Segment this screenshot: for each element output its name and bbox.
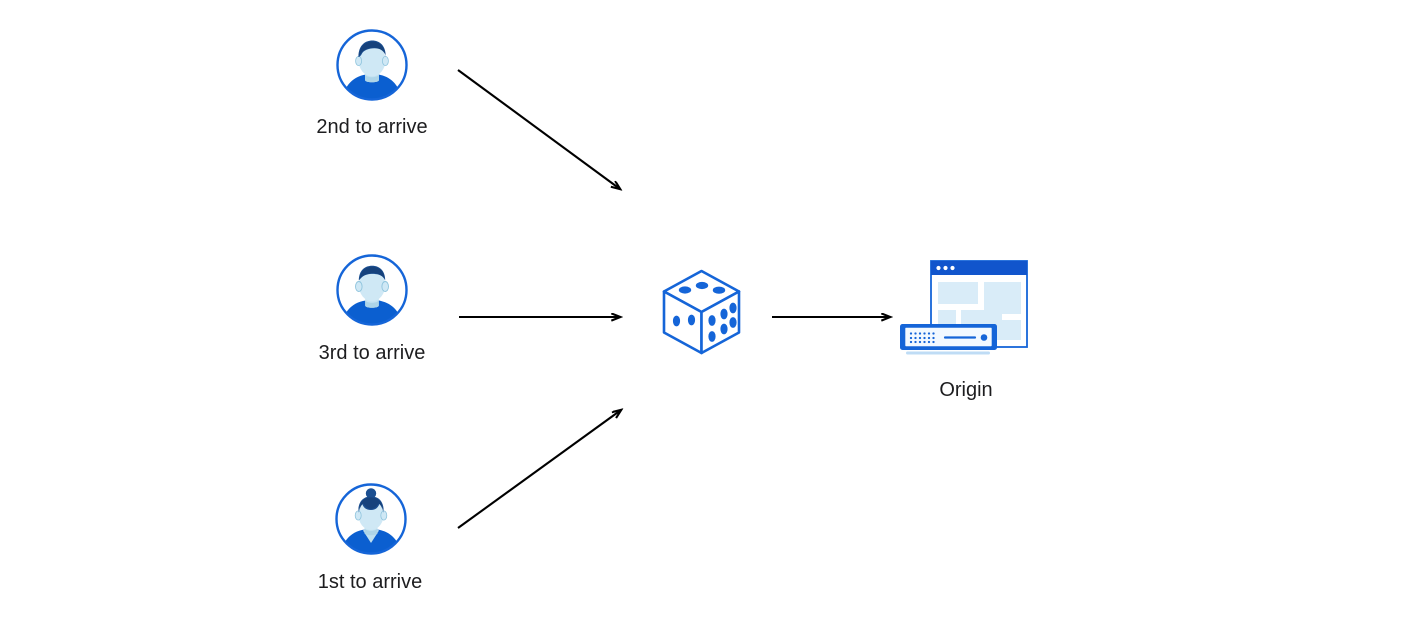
arrow-1st-to-dice <box>457 410 621 529</box>
avatar-male-short-hair-icon <box>334 27 410 103</box>
client-label-1st: 1st to arrive <box>317 571 423 593</box>
origin-label: Origin <box>939 379 993 401</box>
avatar-male-ears-icon <box>334 252 410 328</box>
server-device-icon <box>900 324 997 355</box>
browser-window-and-server-icon <box>895 255 1035 365</box>
client-label-3rd: 3rd to arrive <box>318 342 426 364</box>
avatar-female-bun-icon <box>333 481 409 557</box>
client-label-2nd: 2nd to arrive <box>316 116 428 138</box>
dice-icon <box>655 265 751 361</box>
